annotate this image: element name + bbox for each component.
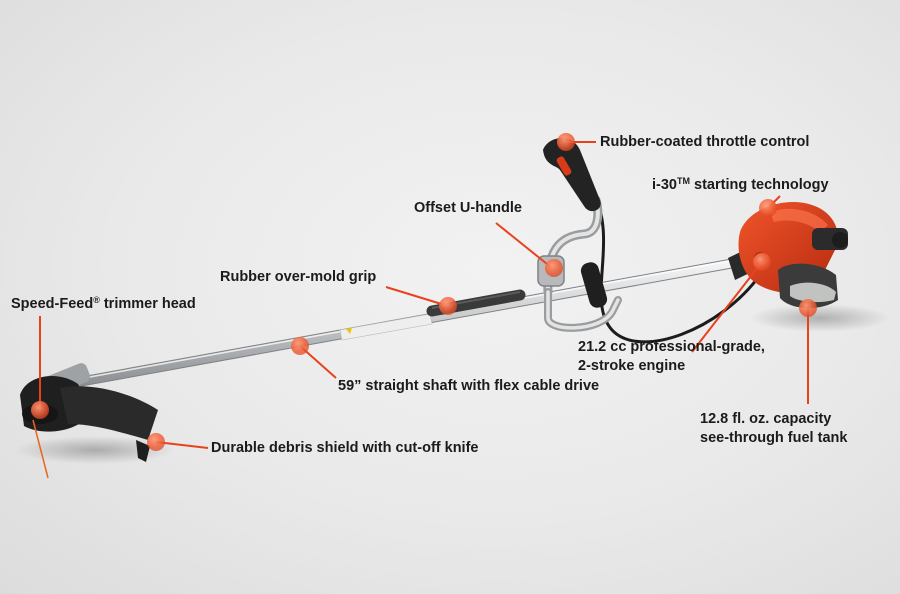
- leader-u-handle: [495, 222, 553, 269]
- label-fuel-tank-line2: see-through fuel tank: [700, 430, 848, 446]
- callout-dot-engine: [753, 253, 771, 271]
- label-engine-line2: 2-stroke engine: [578, 358, 686, 374]
- callout-dot-i30: [759, 199, 777, 217]
- label-i30-starting: i-30TM starting technology: [652, 176, 829, 195]
- label-speed-feed-registered: ®: [93, 295, 100, 305]
- label-engine-line1: 21.2 cc professional-grade,: [578, 339, 765, 355]
- leader-grip: [385, 286, 449, 307]
- label-i30-part-b: starting technology: [690, 177, 829, 193]
- label-debris-shield: Durable debris shield with cut-off knife: [211, 440, 479, 456]
- label-offset-u-handle: Offset U-handle: [414, 200, 522, 216]
- label-speed-feed-part-b: trimmer head: [99, 296, 196, 312]
- label-fuel-tank: 12.8 fl. oz. capacity see-through fuel t…: [700, 410, 847, 448]
- callout-dot-u-handle: [545, 259, 563, 277]
- throttle-cable: [590, 189, 762, 344]
- straight-shaft: [57, 257, 745, 390]
- label-i30-part-a: i-30: [652, 177, 677, 193]
- label-throttle-control: Rubber-coated throttle control: [600, 134, 810, 150]
- callout-dot-throttle: [557, 133, 575, 151]
- callout-dot-grip: [439, 297, 457, 315]
- trimmer-shadow: [15, 436, 175, 464]
- label-overmold-grip: Rubber over-mold grip: [220, 269, 377, 285]
- callout-dot-shaft: [291, 337, 309, 355]
- label-speed-feed-head: Speed-Feed® trimmer head: [11, 295, 196, 314]
- label-engine: 21.2 cc professional-grade, 2-stroke eng…: [578, 338, 765, 376]
- label-speed-feed-part-a: Speed-Feed: [11, 296, 94, 312]
- label-fuel-tank-line1: 12.8 fl. oz. capacity: [700, 411, 832, 427]
- engine-shadow: [750, 304, 890, 332]
- callout-dot-fuel-tank: [799, 299, 817, 317]
- callout-dot-debris-shield: [147, 433, 165, 451]
- callout-dots: [31, 133, 817, 451]
- leader-engine: [691, 261, 763, 353]
- label-straight-shaft: 59” straight shaft with flex cable drive: [338, 378, 600, 394]
- u-handle: [537, 137, 622, 332]
- callout-dot-speed-feed: [31, 401, 49, 419]
- label-i30-trademark: TM: [677, 176, 690, 186]
